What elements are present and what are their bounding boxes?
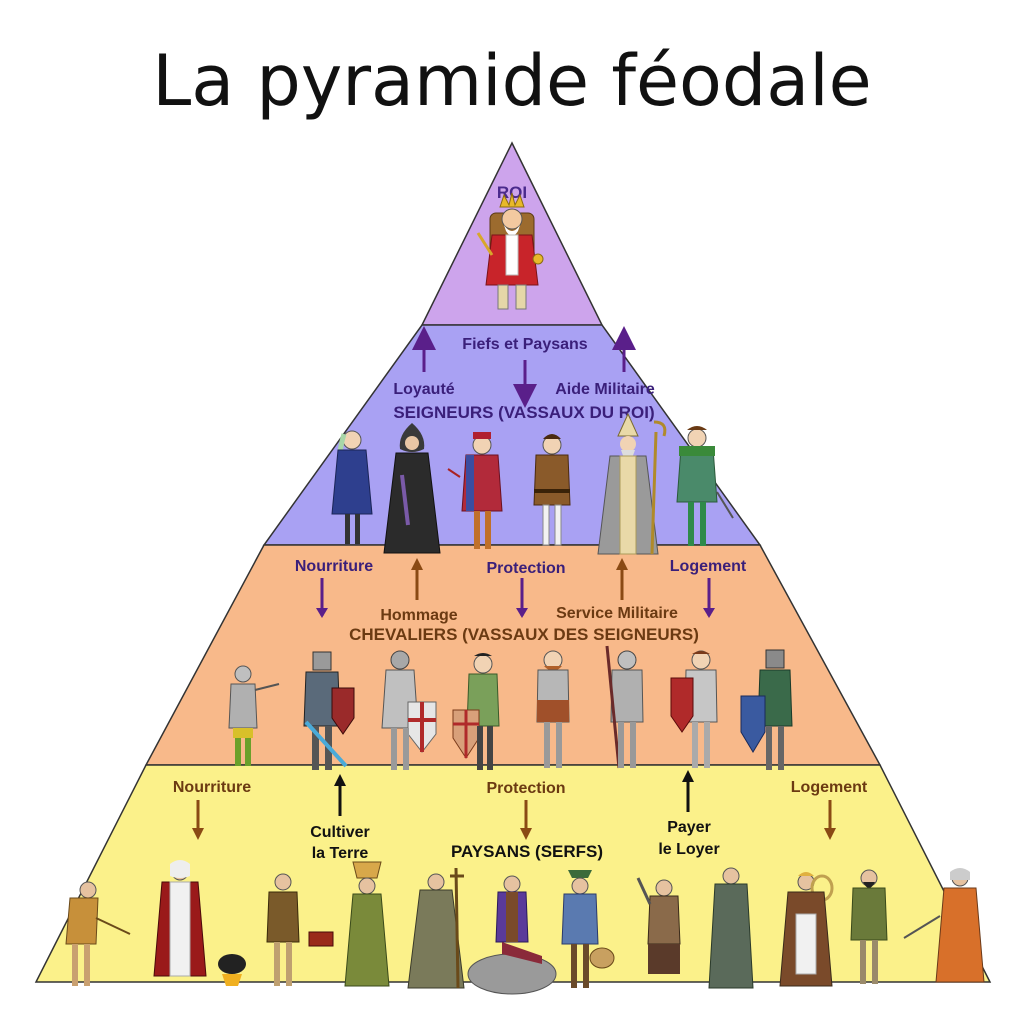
arrows-roi-seigneurs: [412, 326, 636, 408]
crusader-knight-icon: [381, 650, 437, 770]
basket-woman-icon: [344, 861, 390, 987]
woodsman-icon: [561, 870, 615, 988]
spear-knight-icon: [605, 645, 644, 769]
friar-icon: [407, 867, 465, 989]
service-militaire-label: Service Militaire: [556, 605, 678, 622]
merchant-icon: [533, 434, 571, 546]
arrows-seigneurs-chevaliers: [316, 558, 715, 618]
seigneurs-figures: [331, 412, 734, 555]
logement-seigneurs-label: Logement: [670, 558, 747, 575]
protection-chevaliers-label: Protection: [486, 780, 565, 797]
noble-icon: [447, 432, 503, 549]
nobleman-icon: [676, 426, 734, 546]
maid-icon: [779, 872, 834, 987]
payer-label-line1: Payer: [667, 819, 711, 836]
tier-seigneurs-label: SEIGNEURS (VASSAUX DU ROI): [393, 403, 654, 422]
cultiver-label-line2: la Terre: [312, 845, 369, 862]
tier-chevaliers-label: CHEVALIERS (VASSAUX DES SEIGNEURS): [349, 625, 699, 644]
logement-chevaliers-label: Logement: [791, 779, 868, 796]
lady-icon: [331, 430, 373, 544]
blacksmith-icon: [636, 877, 681, 974]
fiefs-et-paysans-label: Fiefs et Paysans: [462, 336, 588, 353]
nourriture-seigneurs-label: Nourriture: [295, 558, 373, 575]
soldier-icon: [536, 650, 570, 768]
shield-knight-icon: [670, 650, 718, 768]
cook-icon: [153, 860, 246, 986]
cultiver-label-line1: Cultiver: [310, 824, 370, 841]
paysans-figures: [65, 860, 985, 995]
monk-icon: [383, 423, 441, 554]
loyaute-label: Loyauté: [393, 381, 454, 398]
farmer-icon: [65, 881, 131, 986]
bishop-icon: [597, 412, 667, 555]
old-woman-icon: [903, 868, 985, 983]
tier-paysans-label: PAYSANS (SERFS): [451, 842, 603, 861]
seated-peasant-icon: [467, 875, 557, 995]
page-title: La pyramide féodale: [152, 40, 872, 122]
young-knight-icon: [452, 653, 500, 770]
water-carrier-icon: [266, 873, 334, 986]
squire-icon: [228, 665, 280, 766]
arrows-chevaliers-paysans: [192, 770, 836, 840]
king-on-throne-icon: [476, 192, 544, 310]
payer-label-line2: le Loyer: [658, 841, 719, 858]
old-man-icon: [850, 869, 888, 984]
protection-seigneurs-label: Protection: [486, 560, 565, 577]
aide-militaire-label: Aide Militaire: [555, 381, 655, 398]
nourriture-chevaliers-label: Nourriture: [173, 779, 251, 796]
armored-knight-icon: [740, 649, 793, 770]
hommage-label: Hommage: [380, 607, 457, 624]
monk-peasant-icon: [708, 867, 754, 989]
chevaliers-figures: [228, 645, 793, 770]
knight-icon: [303, 651, 355, 770]
